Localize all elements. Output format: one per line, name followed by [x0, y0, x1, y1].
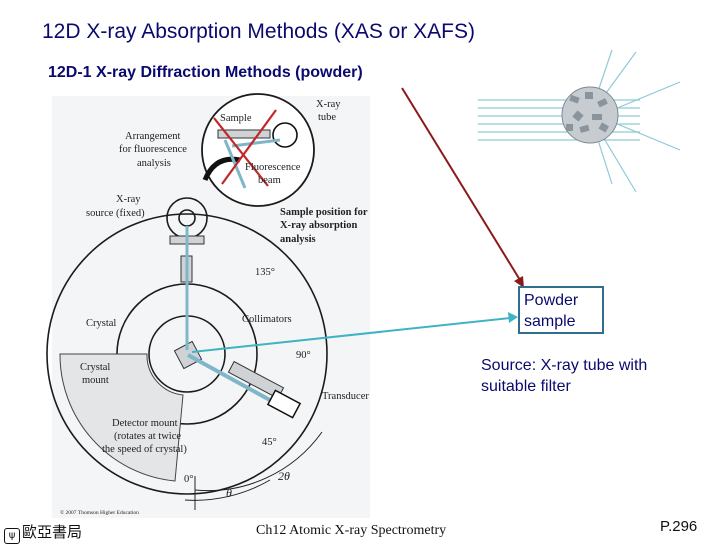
- label-crystal-mount-2: mount: [82, 375, 109, 386]
- label-fluorescence-2: beam: [258, 175, 281, 186]
- label-source-2: source (fixed): [86, 208, 145, 219]
- label-detector-3: the speed of crystal): [102, 444, 187, 455]
- inset-sample: [217, 129, 271, 139]
- label-sample: Sample: [220, 113, 252, 124]
- inset-beam: [223, 139, 247, 189]
- label-collimators: Collimators: [242, 314, 292, 325]
- label-crystal-mount-1: Crystal: [80, 362, 110, 373]
- label-source-1: X-ray: [116, 194, 141, 205]
- red-arrow-line: [401, 87, 521, 281]
- footer-text: Ch12 Atomic X-ray Spectrometry: [256, 523, 447, 538]
- publisher-name: 歐亞書局: [22, 523, 83, 541]
- slide-title: 12D X-ray Absorption Methods (XAS or XAF…: [42, 20, 476, 43]
- label-two-theta: 2θ: [278, 469, 290, 483]
- label-fluorescence-1: Fluorescence: [245, 162, 301, 173]
- inset-leader: [202, 156, 241, 182]
- label-sample-position-2: X-ray absorption: [280, 220, 357, 231]
- powder-sample-box: Powder sample: [518, 286, 604, 334]
- source-note: Source: X-ray tube with suitable filter: [481, 357, 648, 395]
- inset-tube: [272, 122, 298, 148]
- inset-beam-2: [231, 138, 281, 148]
- label-transducer: Transducer: [322, 391, 369, 402]
- label-detector-2: (rotates at twice: [114, 431, 181, 442]
- page-number: P.296: [660, 518, 698, 535]
- diagram-labels: Sample X-ray tube Arrangement for fluore…: [60, 99, 369, 516]
- slide-subtitle: 12D-1 X-ray Diffraction Methods (powder): [48, 64, 363, 81]
- label-xray-tube-1: X-ray: [316, 99, 341, 110]
- label-xray-tube-2: tube: [318, 112, 336, 123]
- label-arrangement-1: Arrangement: [125, 131, 180, 142]
- x-mark: [213, 109, 277, 187]
- teal-arrow-head: [508, 312, 518, 323]
- teal-arrow-line: [191, 317, 511, 353]
- red-arrow-head: [514, 276, 524, 288]
- label-theta: θ: [226, 486, 232, 500]
- fluorescence-inset: [201, 93, 315, 207]
- label-sample-position-3: analysis: [280, 234, 316, 245]
- publisher-mark-icon: ψ: [4, 528, 20, 544]
- detector-arm: [59, 353, 184, 482]
- label-detector-1: Detector mount: [112, 418, 178, 429]
- label-angle-135: 135°: [255, 267, 275, 278]
- label-angle-90: 90°: [296, 350, 311, 361]
- transducer-box: [266, 389, 302, 419]
- powder-cone-illustration: [478, 49, 681, 193]
- label-sample-position-1: Sample position for: [280, 207, 368, 218]
- angle-scale: [184, 431, 323, 510]
- label-arrangement-3: analysis: [137, 158, 171, 169]
- label-angle-0: 0°: [184, 474, 193, 485]
- label-crystal: Crystal: [86, 318, 116, 329]
- label-arrangement-2: for fluorescence: [119, 144, 187, 155]
- label-copyright: © 2007 Thomson Higher Education: [60, 509, 139, 516]
- label-angle-45: 45°: [262, 437, 277, 448]
